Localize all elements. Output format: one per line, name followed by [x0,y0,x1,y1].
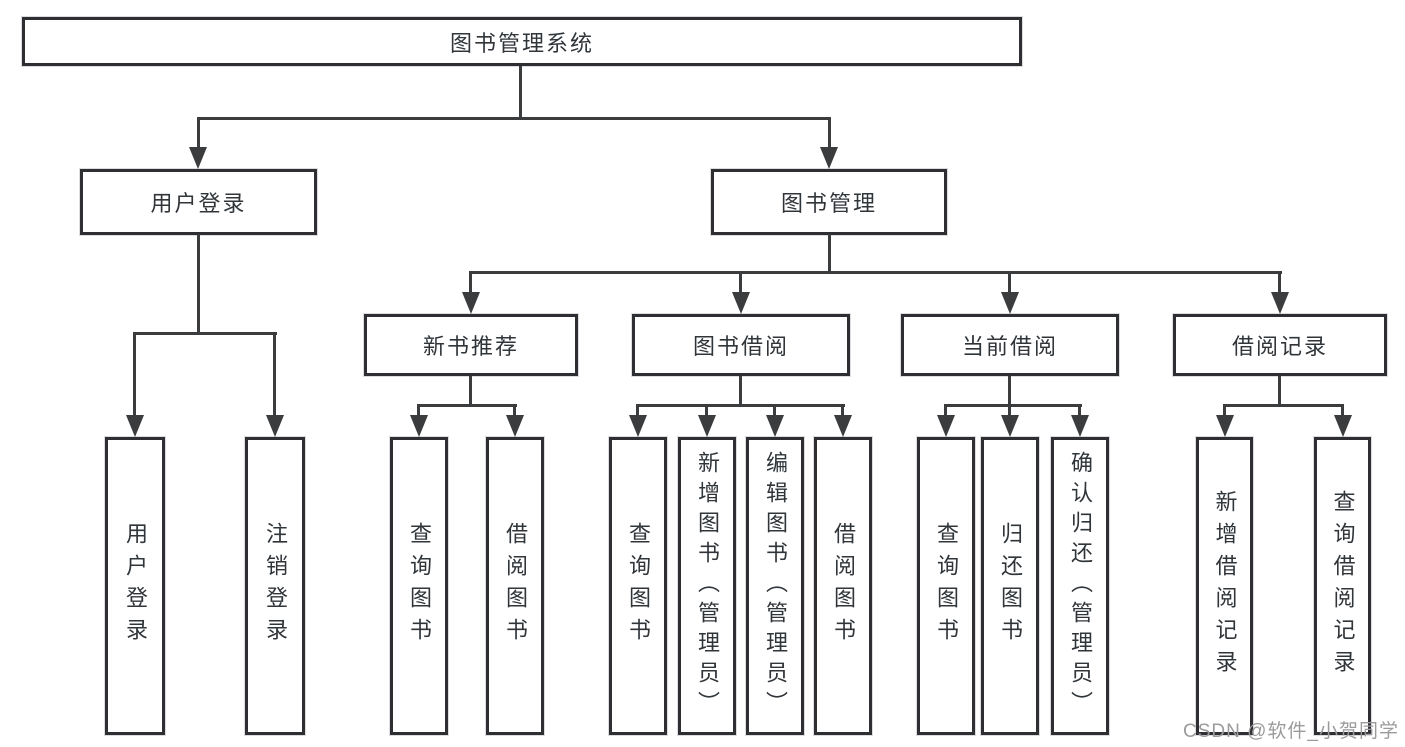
csdn-watermark: CSDN @软件_小贺同学 [1183,721,1399,742]
arrowhead-leaf-confirm-return [1071,415,1089,437]
arrowhead-leaf-logout [266,415,284,437]
leaf-query-books-current: 查询图书 [917,437,975,735]
connector-book-borrowing-rail [636,404,845,407]
leaf-query-books-borrowing: 查询图书 [609,437,667,735]
arrowhead-borrowing-records [1271,292,1289,314]
leaf-borrow-books-recommend: 借阅图书 [486,437,544,735]
arrowhead-leaf-add-books [698,415,716,437]
connector-current-borrowing-stem [1008,376,1011,407]
connector-root-to-user-login [197,117,200,150]
connector-root-stem [519,66,522,119]
arrowhead-leaf-user-login [126,415,144,437]
connector-to-leaf-query-record [1341,404,1344,419]
node-current-borrowing: 当前借阅 [901,314,1119,376]
leaf-add-books-admin: 新增图书（管理员） [678,437,736,735]
node-root: 图书管理系统 [22,17,1022,66]
connector-borrowing-records-stem [1278,376,1281,407]
arrowhead-leaf-query-borrowing [629,415,647,437]
connector-to-new-book-recommend [469,271,472,295]
node-book-management: 图书管理 [711,169,947,235]
connector-to-leaf-query-current [944,404,947,419]
connector-to-current-borrowing [1008,271,1011,295]
leaf-logout: 注销登录 [245,437,305,735]
node-borrowing-records: 借阅记录 [1173,314,1387,376]
arrowhead-leaf-borrow-borrowing [834,415,852,437]
leaf-query-books-recommend: 查询图书 [390,437,448,735]
connector-root-rail [197,117,831,120]
arrowhead-leaf-query-recommend [410,415,428,437]
arrowhead-leaf-add-record [1216,415,1234,437]
connector-to-leaf-query-recommend [417,404,420,419]
connector-to-borrowing-records [1278,271,1281,295]
connector-to-leaf-logout [273,332,276,417]
connector-to-leaf-return-books [1008,404,1011,419]
leaf-return-books: 归还图书 [981,437,1039,735]
leaf-edit-books-admin: 编辑图书（管理员） [746,437,804,735]
node-user-login: 用户登录 [80,169,317,235]
node-new-book-recommend: 新书推荐 [364,314,578,376]
leaf-add-borrow-record: 新增借阅记录 [1196,437,1253,735]
leaf-user-login: 用户登录 [105,437,165,735]
arrowhead-leaf-edit-books [766,415,784,437]
arrowhead-leaf-return-books [1001,415,1019,437]
connector-user-login-rail [133,332,277,335]
connector-current-borrowing-rail [944,404,1082,407]
arrowhead-leaf-query-current [937,415,955,437]
connector-to-book-borrowing [739,271,742,295]
connector-book-management-rail [469,271,1282,274]
connector-book-management-stem [828,234,831,273]
connector-to-leaf-confirm-return [1078,404,1081,419]
leaf-borrow-books-borrowing: 借阅图书 [814,437,872,735]
leaf-confirm-return-admin: 确认归还（管理员） [1051,437,1109,735]
connector-root-to-book-management [828,117,831,150]
connector-to-leaf-user-login [133,332,136,417]
arrowhead-new-book-recommend [462,292,480,314]
connector-to-leaf-add-record [1223,404,1226,419]
arrowhead-current-borrowing [1001,292,1019,314]
arrowhead-book-borrowing [732,292,750,314]
arrowhead-leaf-borrow-recommend [506,415,524,437]
connector-to-leaf-add-books [705,404,708,419]
connector-to-leaf-edit-books [773,404,776,419]
node-book-borrowing: 图书借阅 [632,314,850,376]
connector-to-leaf-borrow-recommend [513,404,516,419]
connector-new-book-rail [417,404,517,407]
leaf-query-borrow-record: 查询借阅记录 [1314,437,1371,735]
arrowhead-book-management [820,147,838,169]
connector-new-book-stem [469,376,472,407]
arrowhead-leaf-query-record [1334,415,1352,437]
connector-to-leaf-borrow-borrowing [841,404,844,419]
connector-borrowing-records-rail [1223,404,1344,407]
connector-to-leaf-query-borrowing [636,404,639,419]
arrowhead-user-login [189,147,207,169]
connector-book-borrowing-stem [739,376,742,407]
connector-user-login-stem [197,234,200,335]
